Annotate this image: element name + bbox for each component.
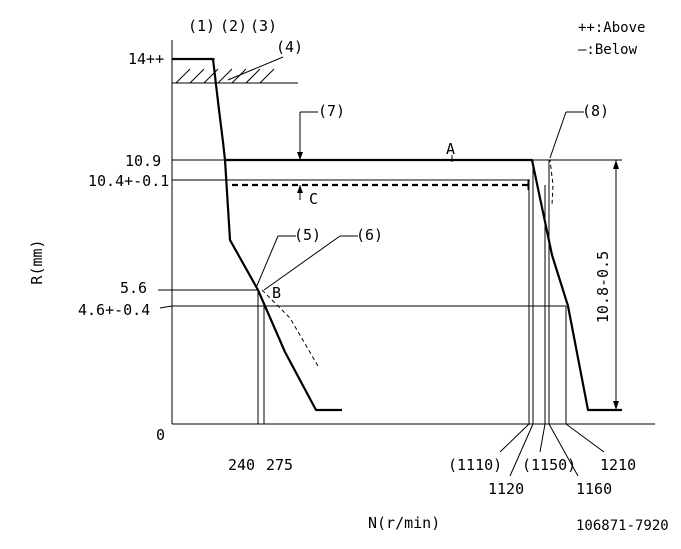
callout-7: (7) [318,102,345,120]
callout-1: (1) [188,17,215,35]
x-tick-1120: 1120 [488,480,524,498]
callout-2: (2) [220,17,247,35]
x-diag-1160 [548,423,579,477]
callout-8-leader-diag [549,111,567,159]
y-tick-10-9: 10.9 [125,152,161,170]
x-diag-1210 [565,423,605,453]
y-axis-title: R(mm) [28,239,46,284]
idle-curve [223,159,342,412]
callout-5-leader-diag [255,235,279,289]
dashed-idle-curve [261,289,319,367]
callout-8: (8) [582,102,609,120]
stroke-arrow-top [613,160,619,169]
stroke-dimension-label: 10.8-0.5 [594,251,612,323]
legend-above: ++:Above [578,20,645,36]
x-tick-275: 275 [266,456,293,474]
characteristic-curve [172,57,622,412]
y-tick-5-6: 5.6 [120,279,147,297]
origin-label: 0 [156,426,165,444]
callout-5: (5) [294,226,321,244]
drawing-number: 106871-7920 [576,518,669,534]
dashed-cutoff-curve [534,159,554,206]
point-c: C [309,190,318,208]
x-tick-240: 240 [228,456,255,474]
x-tick-1150: (1150) [522,456,576,474]
y-leader-4-6 [159,305,173,309]
point-a: A [446,140,455,158]
y-tick-4-6: 4.6+-0.4 [78,301,150,319]
stopper-hatch [175,68,275,84]
point-c-arrow [297,185,303,193]
callout-3: (3) [250,17,277,35]
y-tick-10-4: 10.4+-0.1 [88,172,169,190]
x-diag-1120 [509,423,534,477]
x-tick-1110: (1110) [448,456,502,474]
stroke-arrow-bottom [613,401,619,410]
point-b: B [272,284,281,302]
callout-7-arrow [297,152,303,160]
callout-6: (6) [356,226,383,244]
x-tick-1210: 1210 [600,456,636,474]
x-axis-title: N(r/min) [368,514,440,532]
x-diag-1150 [539,423,546,453]
legend-below: —:Below [578,42,638,58]
x-diag-1110 [499,423,530,453]
y-tick-14: 14++ [128,50,164,68]
callout-4: (4) [276,38,303,56]
callout-4-leader [227,56,284,81]
x-tick-1160: 1160 [576,480,612,498]
callout-6-leader-diag [263,235,341,291]
